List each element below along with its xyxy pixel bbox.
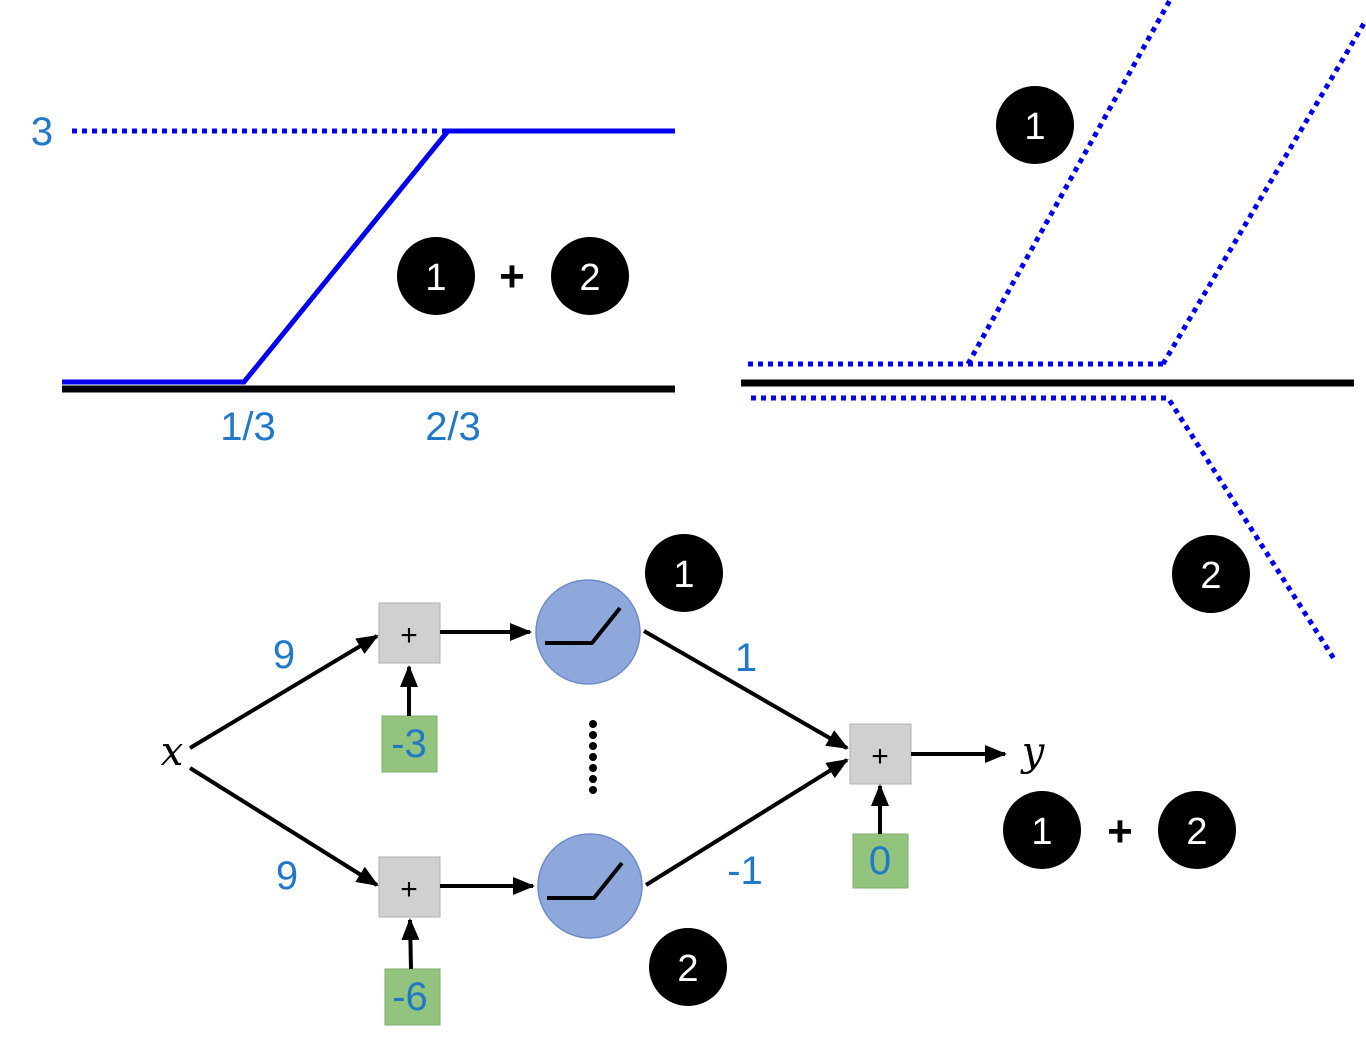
- badge-circle: [1003, 791, 1081, 869]
- output-weight-label-bottom: -1: [727, 849, 763, 893]
- sum-symbol: +: [871, 740, 889, 773]
- plus-operator: +: [499, 252, 525, 301]
- badge-label: 2: [677, 948, 698, 990]
- badge-circle: [551, 237, 629, 315]
- weight-label-top: 9: [273, 633, 295, 677]
- output-edge-bottom: [644, 758, 849, 887]
- badge-label: 2: [579, 257, 600, 299]
- output-bias-label: 0: [869, 839, 891, 883]
- badge-circle: [397, 237, 475, 315]
- bias-label-top: -3: [391, 722, 427, 766]
- badge-label: 1: [1031, 811, 1052, 853]
- badge-label: 2: [1200, 555, 1221, 597]
- sum-box-bottom: [378, 856, 441, 918]
- bias-box-top: [381, 715, 438, 773]
- bias-box-bottom: [384, 968, 441, 1026]
- output-variable: y: [1020, 729, 1046, 775]
- x-tick-label-two-thirds: 2/3: [425, 405, 481, 449]
- badge-label: 1: [673, 554, 694, 596]
- top-right-plot: 1 2: [741, 0, 1366, 664]
- relu-neuron-top: [535, 579, 641, 685]
- sum-symbol: +: [400, 873, 418, 906]
- relu-icon: [545, 606, 622, 645]
- input-variable: x: [161, 729, 184, 775]
- bias-label-bottom: -6: [392, 975, 428, 1019]
- output-bias-box: [852, 833, 909, 889]
- plus-operator: +: [1107, 807, 1133, 856]
- input-edge-top: [188, 634, 379, 750]
- badge-label: 1: [425, 257, 446, 299]
- badge-circle: [649, 928, 727, 1006]
- output-edge-top: [643, 629, 849, 750]
- relu-one-dotted-curve: [748, 0, 1173, 367]
- bias-edge-bottom: [401, 918, 420, 970]
- badge-label: 2: [1186, 811, 1207, 853]
- input-edge-bottom: [188, 766, 379, 887]
- relu-neuron-bottom: [537, 833, 643, 939]
- badge-circle: [996, 86, 1074, 164]
- top-left-plot: 3 1/3 2/3 1 + 2: [31, 110, 675, 449]
- relu-one-shifted-dotted-curve: [1160, 18, 1366, 366]
- y-tick-label: 3: [31, 110, 53, 154]
- sum-symbol: +: [400, 619, 418, 652]
- badge-circle: [1172, 535, 1250, 613]
- vertical-ellipsis: [589, 720, 597, 794]
- relu-two-dotted-curve: [751, 395, 1339, 664]
- neural-network: x 9 9 + -3 + -6: [161, 534, 1236, 1026]
- badge-circle: [1158, 791, 1236, 869]
- x-tick-label-one-third: 1/3: [220, 405, 276, 449]
- badge-label: 1: [1024, 106, 1045, 148]
- relu-icon: [547, 861, 624, 900]
- output-weight-label-top: 1: [735, 636, 757, 680]
- weight-label-bottom: 9: [276, 854, 298, 898]
- badge-circle: [645, 534, 723, 612]
- clamped-relu-curve: [62, 128, 675, 385]
